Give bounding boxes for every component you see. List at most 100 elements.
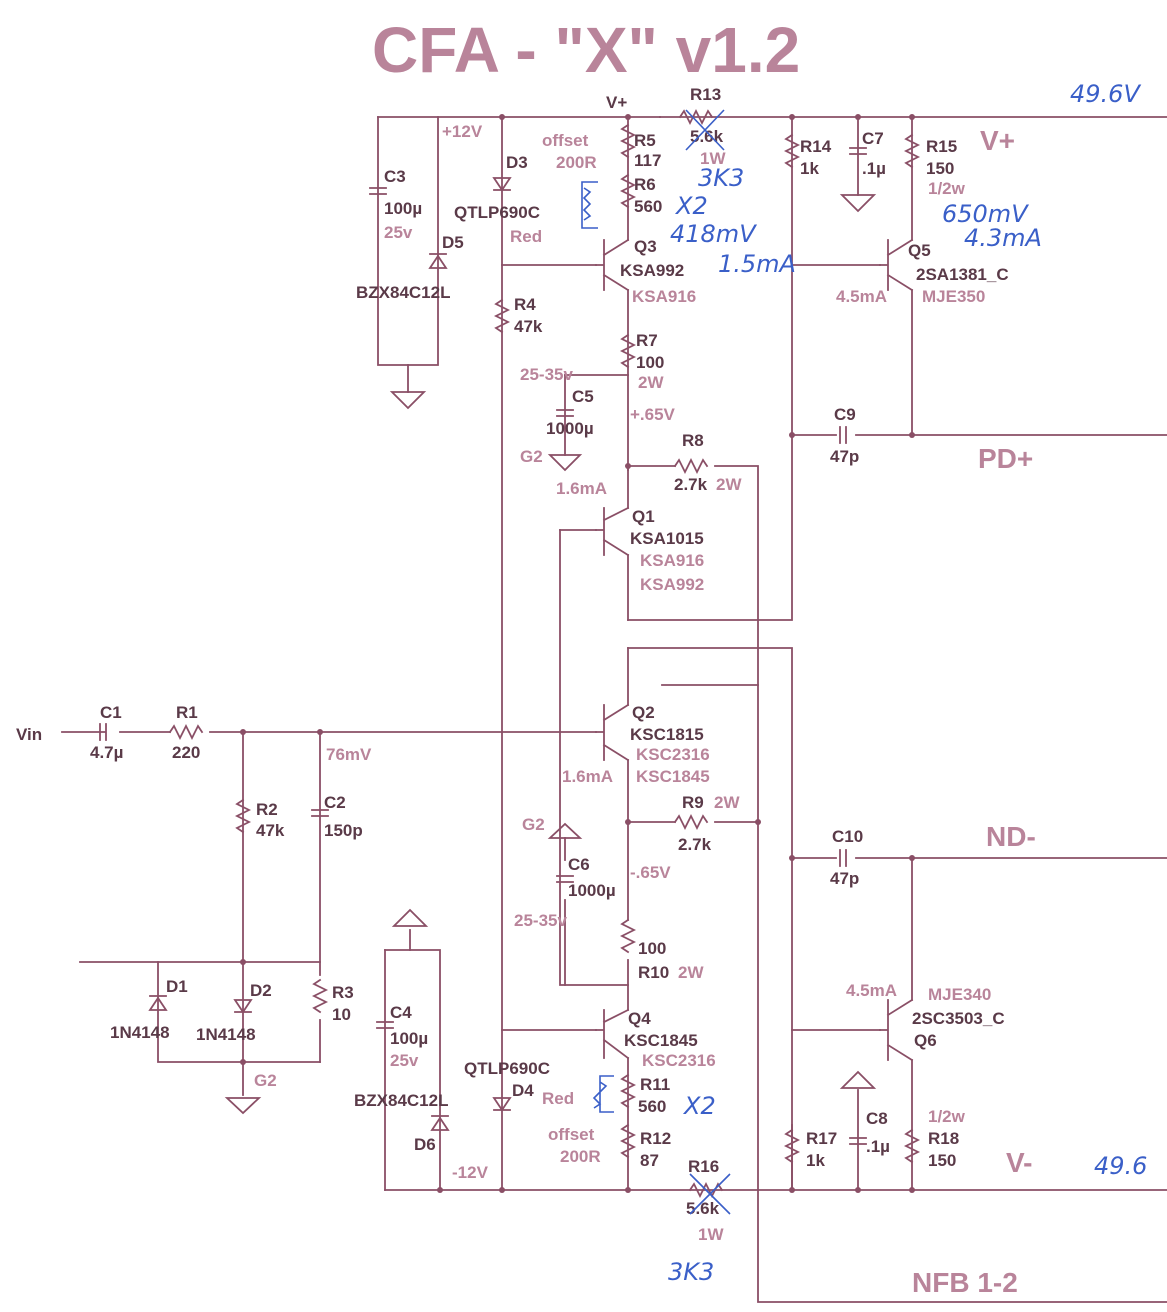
ground-symbol [547,822,583,839]
r5-val: 117 [634,151,661,170]
r16-power: 1W [698,1225,724,1244]
r15-ref: R15 [926,137,957,156]
schematic-title: CFA - "X" v1.2 [372,14,800,86]
r12-symbol [619,1123,637,1159]
c10-ref: C10 [832,827,863,846]
hw-r16-new: 3K3 [668,1258,714,1286]
r17-val: 1k [806,1151,825,1170]
d1-ref: D1 [166,977,188,996]
junction-dots [240,114,915,1193]
c1-symbol [99,723,107,741]
wires [61,116,1167,1303]
d6-symbol [430,1115,450,1131]
handwritten-annotations: 49.6V 49.6 3K3 3K3 X2 X2 418mV 1.5mA 650… [581,80,1147,1286]
c5-val: 1000µ [546,419,594,438]
r5-note: offset [542,131,589,150]
q3-symbol [595,238,630,292]
d2-ref: D2 [250,981,272,1000]
hw-bottom-right: 49.6 [1094,1152,1147,1180]
ground-symbol [839,194,877,213]
d5-val: BZX84C12L [356,283,450,302]
r5-ref: R5 [634,131,656,150]
r5-symbol [619,123,637,159]
q4-symbol [595,1008,630,1060]
r3-val: 10 [332,1005,351,1024]
r2-ref: R2 [256,800,278,819]
q4-val: KSC1845 [624,1031,698,1050]
plus12-label: +12V [442,122,483,141]
c4-ref: C4 [390,1003,412,1022]
ground-symbol [839,1070,877,1089]
c6-symbol [556,875,574,883]
r4-val: 47k [514,317,543,336]
r1-symbol [168,723,204,741]
r18-val: 150 [928,1151,956,1170]
r11-ref: R11 [640,1075,670,1094]
minus12-label: -12V [452,1163,489,1182]
r14-ref: R14 [800,137,832,156]
r1-ref: R1 [176,703,198,722]
r15-power: 1/2w [928,179,966,198]
r15-val: 150 [926,159,954,178]
c6-ref: C6 [568,855,590,874]
ground-symbol [547,454,583,472]
c5-ref: C5 [572,387,594,406]
r17-ref: R17 [806,1129,837,1148]
g2-label-bottom: G2 [254,1071,277,1090]
r7-power: 2W [638,373,664,392]
r7-ref: R7 [636,331,658,350]
d3-color: Red [510,227,542,246]
r10-val: 100 [638,939,666,958]
d4-val: QTLP690C [464,1059,550,1078]
r11-symbol [619,1073,637,1109]
vplus-top-label: V+ [606,93,627,112]
r8-symbol [673,457,709,475]
q5-alt: MJE350 [922,287,985,306]
c4-val: 100µ [390,1029,428,1048]
r13-symbol [678,108,714,126]
r18-power: 1/2w [928,1107,966,1126]
r18-symbol [903,1128,921,1164]
net-nfb: NFB 1-2 [912,1267,1018,1298]
c2-symbol [311,809,329,817]
c4-rating: 25v [390,1051,419,1070]
r6-symbol [619,173,637,209]
net-ndminus: ND- [986,821,1036,852]
d4-ref: D4 [512,1081,534,1100]
c8-val: .1µ [866,1137,890,1156]
q2-val: KSC1815 [630,725,704,744]
hw-q3-current: 1.5mA [718,250,796,278]
c2-val: 150p [324,821,363,840]
r17-symbol [783,1128,801,1164]
q1-symbol [595,506,630,557]
d1-val: 1N4148 [110,1023,170,1042]
r7-symbol [619,333,637,369]
r2-symbol [234,798,252,834]
d2-val: 1N4148 [196,1025,256,1044]
q1-ref: Q1 [632,507,655,526]
r4-symbol [493,298,511,334]
q6-val: 2SC3503_C [912,1009,1005,1028]
r16-symbol [688,1181,724,1199]
c2-ref: C2 [324,793,346,812]
hw-parallel-r6 [581,181,598,229]
c5-gnd: G2 [520,447,543,466]
c10-symbol [839,849,847,867]
q3-ref: Q3 [634,237,657,256]
r18-ref: R18 [928,1129,959,1148]
c9-val: 47p [830,447,859,466]
d3-val: QTLP690C [454,203,540,222]
r9-ref: R9 [682,793,704,812]
r14-val: 1k [800,159,819,178]
q2-ref: Q2 [632,703,655,722]
c7-symbol [849,147,867,155]
q5-symbol [879,238,914,292]
d4-symbol [492,1097,512,1112]
vin-label: Vin [16,725,42,744]
hw-q3-voltage: 418mV [670,220,757,248]
c1-val: 4.7µ [90,743,123,762]
hw-cross-r16 [689,1173,731,1215]
c8-symbol [849,1137,867,1145]
q4-alt: KSC2316 [642,1051,716,1070]
vin-node-voltage: 76mV [326,745,372,764]
